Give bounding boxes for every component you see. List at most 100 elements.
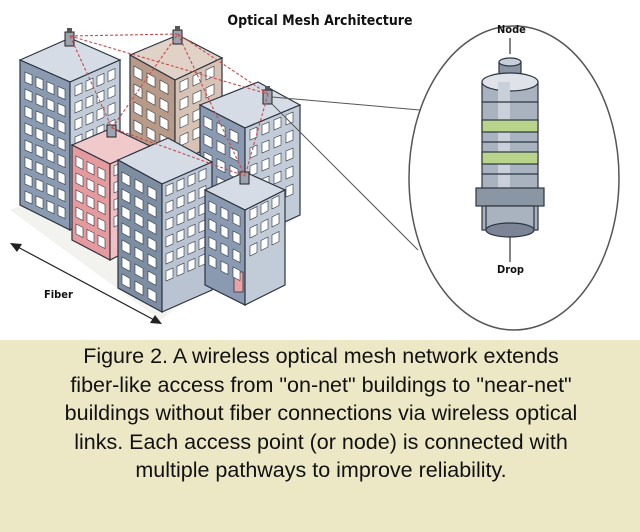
window bbox=[46, 132, 55, 147]
window bbox=[107, 68, 116, 83]
window bbox=[165, 250, 174, 265]
window bbox=[46, 81, 55, 96]
window bbox=[134, 212, 144, 228]
rooftop-nodes bbox=[64, 26, 273, 185]
window bbox=[57, 204, 66, 219]
window bbox=[179, 113, 189, 129]
window bbox=[165, 267, 174, 282]
fiber-label: Fiber bbox=[44, 288, 73, 301]
window bbox=[46, 98, 55, 113]
window bbox=[134, 195, 144, 211]
window bbox=[134, 280, 144, 296]
window bbox=[260, 236, 269, 251]
window bbox=[208, 236, 217, 251]
window bbox=[35, 195, 44, 210]
window bbox=[147, 236, 157, 252]
diagram-title: Optical Mesh Architecture bbox=[227, 13, 413, 29]
window bbox=[220, 206, 229, 221]
window bbox=[176, 194, 185, 209]
window bbox=[220, 242, 229, 257]
mesh-diagram: Node Drop Fiber bbox=[0, 0, 640, 340]
window bbox=[24, 105, 33, 120]
window bbox=[179, 131, 189, 147]
window bbox=[249, 206, 258, 221]
figure-caption: Figure 2. A wireless optical mesh networ… bbox=[22, 342, 620, 485]
window bbox=[273, 116, 282, 131]
window bbox=[273, 152, 282, 167]
window bbox=[232, 248, 241, 263]
rooftop-node-icon bbox=[64, 28, 75, 47]
window bbox=[86, 229, 95, 244]
window bbox=[261, 157, 270, 172]
window bbox=[285, 147, 294, 162]
window bbox=[35, 144, 44, 159]
window bbox=[121, 256, 131, 272]
window bbox=[249, 224, 258, 239]
window bbox=[24, 139, 33, 154]
window bbox=[249, 126, 258, 141]
caption-line: links. Each access point (or node) is co… bbox=[74, 429, 568, 454]
callout-line bbox=[271, 103, 419, 251]
window bbox=[97, 217, 106, 232]
window bbox=[285, 111, 294, 126]
window bbox=[57, 85, 66, 100]
window bbox=[57, 102, 66, 117]
caption-line: fiber-like access from "on-net" building… bbox=[70, 372, 572, 397]
window bbox=[260, 200, 269, 215]
window bbox=[24, 156, 33, 171]
node-device bbox=[475, 38, 545, 262]
rooftop-node-icon bbox=[239, 171, 250, 185]
window bbox=[249, 144, 258, 159]
window bbox=[146, 108, 156, 124]
window bbox=[35, 110, 44, 125]
window bbox=[134, 263, 144, 279]
window bbox=[165, 199, 174, 214]
window bbox=[24, 190, 33, 205]
window bbox=[147, 219, 157, 235]
window bbox=[261, 139, 270, 154]
window bbox=[232, 212, 241, 227]
window bbox=[121, 222, 131, 238]
window bbox=[176, 228, 185, 243]
window bbox=[198, 168, 207, 183]
window bbox=[121, 205, 131, 221]
caption-line: multiple pathways to improve reliability… bbox=[135, 458, 507, 482]
callout-line bbox=[271, 96, 421, 111]
window bbox=[121, 171, 131, 187]
window bbox=[35, 76, 44, 91]
window bbox=[35, 178, 44, 193]
window bbox=[57, 170, 66, 185]
window bbox=[46, 115, 55, 130]
window bbox=[74, 82, 83, 97]
window bbox=[205, 65, 215, 81]
window bbox=[97, 234, 106, 249]
window bbox=[121, 188, 131, 204]
window bbox=[273, 170, 282, 185]
windows-building-e bbox=[121, 168, 207, 303]
window bbox=[121, 239, 131, 255]
window bbox=[134, 246, 144, 262]
window bbox=[97, 166, 106, 181]
window bbox=[146, 90, 156, 106]
window bbox=[159, 97, 169, 113]
window bbox=[57, 187, 66, 202]
window bbox=[229, 128, 239, 144]
window bbox=[74, 116, 83, 131]
window bbox=[35, 161, 44, 176]
window bbox=[176, 211, 185, 226]
window bbox=[46, 183, 55, 198]
building-tan-middle bbox=[128, 34, 224, 166]
building-front-right bbox=[203, 171, 287, 306]
window bbox=[203, 115, 213, 131]
window bbox=[57, 153, 66, 168]
window bbox=[220, 260, 229, 275]
window bbox=[24, 122, 33, 137]
window bbox=[35, 93, 44, 108]
window bbox=[97, 200, 106, 215]
window bbox=[147, 287, 157, 303]
window bbox=[208, 200, 217, 215]
window bbox=[75, 206, 84, 221]
window bbox=[285, 165, 294, 180]
window bbox=[85, 94, 94, 109]
